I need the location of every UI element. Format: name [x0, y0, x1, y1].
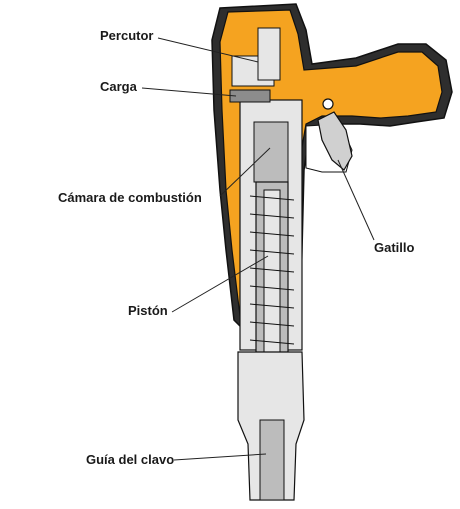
leader-piston [171, 255, 269, 313]
trigger-pivot [322, 98, 334, 110]
leader-carga [141, 87, 237, 97]
label-guia: Guía del clavo [86, 452, 175, 467]
label-gatillo: Gatillo [374, 240, 415, 255]
cartridge-load [229, 89, 271, 103]
trigger [317, 111, 353, 171]
label-piston: Pistón [128, 303, 168, 318]
combustion-chamber [253, 121, 289, 183]
return-spring [249, 195, 295, 345]
leader-gatillo [337, 159, 375, 241]
spring-stack [257, 27, 281, 81]
leader-camara [219, 147, 271, 197]
leader-guia [173, 453, 267, 461]
label-camara: Cámara de combustión [58, 190, 202, 205]
label-carga: Carga [100, 79, 137, 94]
leader-percutor [157, 37, 259, 63]
label-percutor: Percutor [100, 28, 154, 43]
nail-guide [259, 419, 285, 501]
